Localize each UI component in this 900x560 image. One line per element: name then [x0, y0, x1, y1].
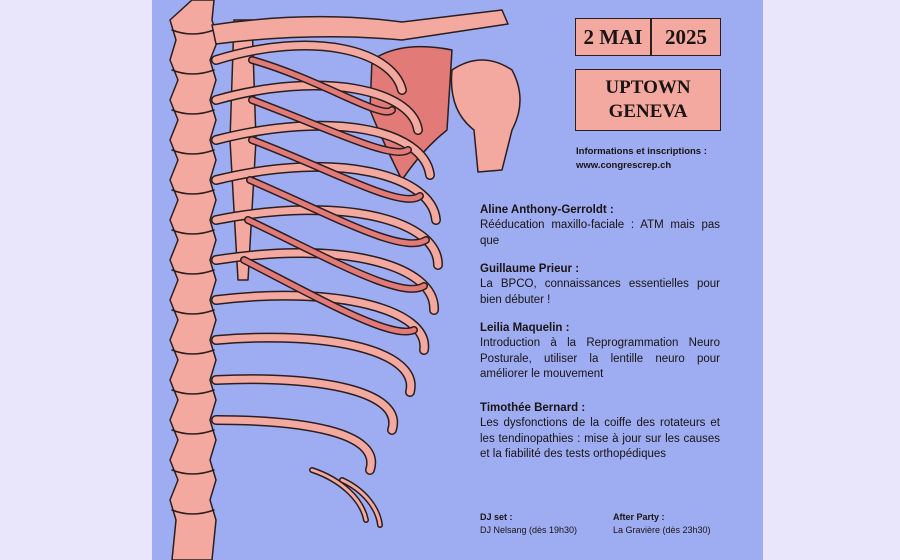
talk-item: Guillaume Prieur : La BPCO, connaissance…: [480, 263, 720, 308]
clavicle: [211, 9, 509, 45]
skeleton-ribcage-illustration: [169, 0, 521, 560]
dj-set-info: DJ set : DJ Nelsang (dès 19h30): [480, 511, 577, 537]
talk-title: Les dysfonctions de la coiffe des rotate…: [480, 417, 720, 460]
talk-item: Aline Anthony-Gerroldt : Rééducation max…: [480, 204, 720, 249]
dj-set-label: DJ set :: [480, 512, 513, 522]
after-party-value: La Gravière (dès 23h30): [613, 525, 711, 535]
after-party-info: After Party : La Gravière (dès 23h30): [613, 511, 711, 537]
spine-vertebrae: [169, 0, 219, 560]
venue-line-1: UPTOWN: [605, 77, 691, 98]
talk-item: Timothée Bernard : Les dysfonctions de l…: [480, 402, 720, 463]
humerus-head: [450, 59, 521, 173]
event-venue: UPTOWN GENEVA: [575, 69, 721, 131]
talk-speaker: Aline Anthony-Gerroldt :: [480, 204, 614, 216]
registration-url[interactable]: www.congrescrep.ch: [576, 160, 672, 171]
event-date-day: 2 MAI: [575, 18, 651, 56]
talk-title: Rééducation maxillo-faciale : ATM mais p…: [480, 219, 720, 247]
dj-set-value: DJ Nelsang (dès 19h30): [480, 525, 578, 535]
venue-line-2: GENEVA: [608, 101, 688, 122]
registration-label: Informations et inscriptions :: [576, 146, 707, 157]
talk-speaker: Timothée Bernard :: [480, 402, 586, 414]
registration-info: Informations et inscriptions : www.congr…: [576, 145, 756, 173]
talk-speaker: Guillaume Prieur :: [480, 263, 580, 275]
talk-speaker: Leilia Maquelin :: [480, 322, 570, 334]
event-date-year: 2025: [651, 18, 721, 56]
event-poster: 2 MAI 2025 UPTOWN GENEVA Informations et…: [152, 0, 763, 560]
talk-item: Leilia Maquelin : Introduction à la Repr…: [480, 322, 720, 383]
talk-title: Introduction à la Reprogrammation Neuro …: [480, 337, 720, 380]
talk-title: La BPCO, connaissances essentielles pour…: [480, 278, 720, 306]
after-party-label: After Party :: [613, 512, 665, 522]
